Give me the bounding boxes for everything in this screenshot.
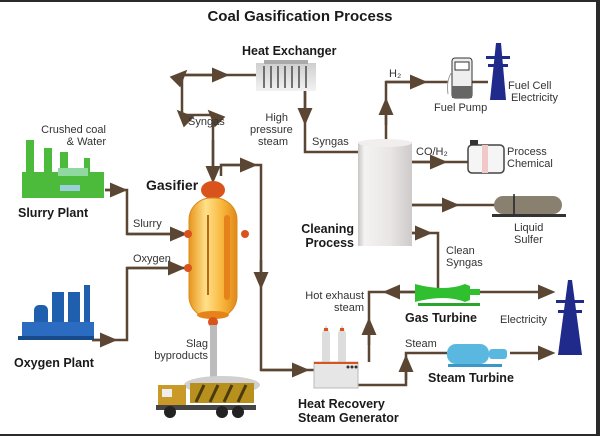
fuel-cell-line1: Fuel Cell [508,80,552,92]
slag-line1: Slag [185,338,208,350]
heat-exchanger-icon [256,60,316,91]
hot-exhaust-line1: Hot exhaust [305,290,364,302]
slurry-input-line2: & Water [66,136,106,148]
process-chemical-line1: Process [507,146,547,158]
gas-turbine-icon [415,284,480,306]
fuel-pump-label: Fuel Pump [434,102,488,114]
steam-label: Steam [405,338,437,350]
clean-syngas-label: Clean Syngas [446,245,483,269]
hrsg-label: Heat Recovery Steam Generator [298,397,399,425]
hps-line3: steam [258,136,288,148]
liquid-sulfer-icon [492,194,566,217]
hrsg-line2: Steam Generator [298,411,399,425]
oxygen-label: Oxygen [133,253,171,265]
gas-turbine-label: Gas Turbine [405,311,478,325]
pipe-hot-exhaust [367,290,417,362]
heat-exchanger-label: Heat Exchanger [242,44,337,58]
fuel-cell-tower-icon [486,43,510,100]
gasifier-icon [184,181,249,377]
slag-truck-icon [156,376,260,418]
syngas-up-label: Syngas [188,116,225,128]
high-pressure-steam-label: High pressure steam [250,112,293,148]
hot-exhaust-label: Hot exhaust steam [292,290,364,314]
hrsg-icon [313,325,359,389]
hot-exhaust-line2: steam [334,302,364,314]
slurry-plant-label: Slurry Plant [18,206,89,220]
process-chemical-line2: Chemical [507,158,553,170]
page-title: Coal Gasification Process [207,8,393,25]
steam-turbine-label: Steam Turbine [428,371,514,385]
cleaning-line2: Process [305,236,354,250]
hps-line2: pressure [250,124,293,136]
slurry-input-label: Crushed coal & Water [26,124,106,148]
slurry-label: Slurry [133,218,162,230]
h2-label: H₂ [389,68,402,80]
co-h2-label: CO/H₂ [416,146,448,158]
steam-turbine-icon [447,344,507,367]
liquid-sulfer-label: Liquid Sulfer [514,222,543,246]
oxygen-plant-label: Oxygen Plant [14,356,94,370]
electricity-tower-icon [556,280,584,355]
slurry-plant-icon [22,140,104,198]
syngas-to-cleaning-label: Syngas [312,136,349,148]
cleaning-line1: Cleaning [301,222,354,236]
pipe-clean-syngas [412,231,440,290]
liquid-sulfer-line1: Liquid [514,222,544,234]
hrsg-line1: Heat Recovery [298,397,385,411]
hps-line1: High [265,112,288,124]
clean-syngas-line1: Clean [446,245,475,257]
clean-syngas-line2: Syngas [446,257,483,269]
process-chemical-label: Process Chemical [507,146,553,170]
pipe-oxygen [92,266,187,342]
pipes [92,67,556,387]
process-chemical-icon [467,140,505,174]
slag-label: Slag byproducts [146,338,208,362]
liquid-sulfer-line2: Sulfer [514,234,543,246]
fuel-cell-line2: Electricity [511,92,559,104]
cleaning-process-label: Cleaning Process [296,222,354,250]
gasifier-label: Gasifier [146,177,199,193]
slurry-input-line1: Crushed coal [41,124,106,136]
oxygen-plant-icon [18,285,94,340]
fuel-pump-icon [447,57,473,99]
cleaning-tower-icon [358,139,412,246]
slag-line2: byproducts [154,350,208,362]
electricity-label: Electricity [500,314,548,326]
fuel-cell-label: Fuel Cell Electricity [508,80,558,104]
